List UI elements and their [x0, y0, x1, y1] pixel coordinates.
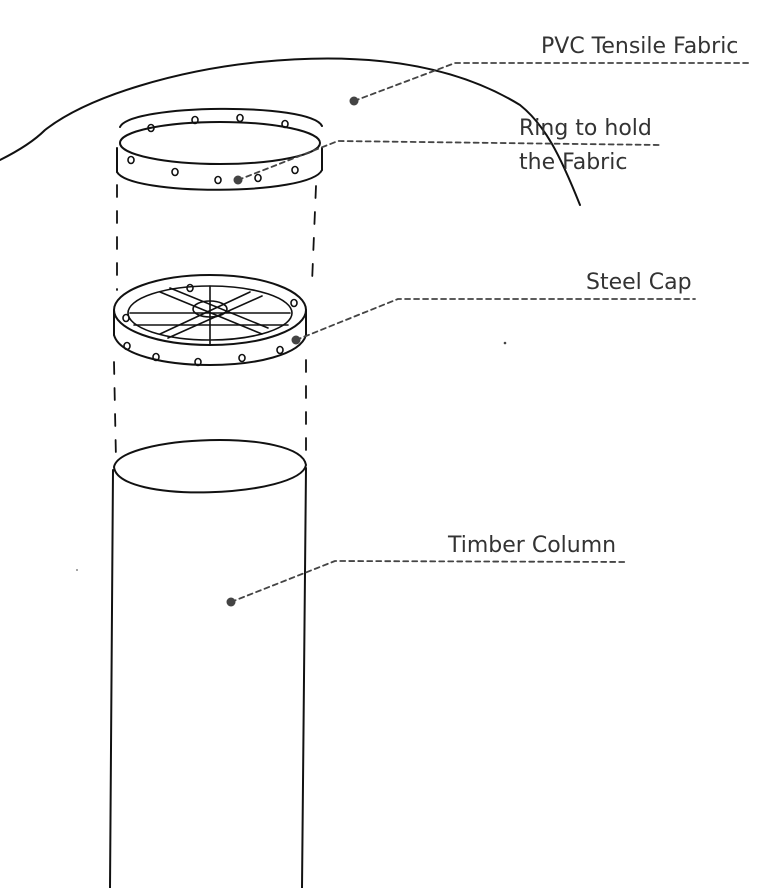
timber-column-top — [113, 439, 307, 494]
leader-dots — [226, 96, 359, 607]
fabric-ring-holes — [127, 113, 299, 185]
fabric-ring — [116, 107, 323, 191]
steel-cap-center-ring — [192, 300, 228, 318]
timber-column — [109, 439, 307, 888]
timber-column-right-edge — [301, 467, 307, 888]
label-fabric-ring-line2: the Fabric — [519, 150, 628, 175]
steel-cap-cross-plates — [129, 285, 291, 346]
fabric-canopy-curve — [0, 57, 581, 206]
label-timber-column: Timber Column — [448, 533, 617, 558]
leader-lines — [230, 62, 753, 603]
label-pvc-tensile-fabric: PVC Tensile Fabric — [541, 34, 739, 59]
label-fabric-ring: Ring to hold the Fabric — [519, 112, 652, 180]
label-fabric-ring-line1: Ring to hold — [519, 116, 652, 141]
leader-ring — [237, 140, 661, 181]
stray-dot — [503, 341, 507, 345]
steel-cap-holes — [122, 283, 298, 367]
stray-dot — [76, 569, 78, 571]
leader-fabric — [353, 62, 753, 102]
timber-column-left-edge — [109, 469, 114, 888]
label-steel-cap: Steel Cap — [586, 270, 692, 295]
ring-to-cap-guides — [116, 184, 317, 291]
leader-timber-column — [230, 560, 629, 603]
leader-steel-cap — [295, 298, 696, 341]
cap-to-column-guides — [113, 359, 307, 461]
steel-cap — [113, 274, 307, 367]
